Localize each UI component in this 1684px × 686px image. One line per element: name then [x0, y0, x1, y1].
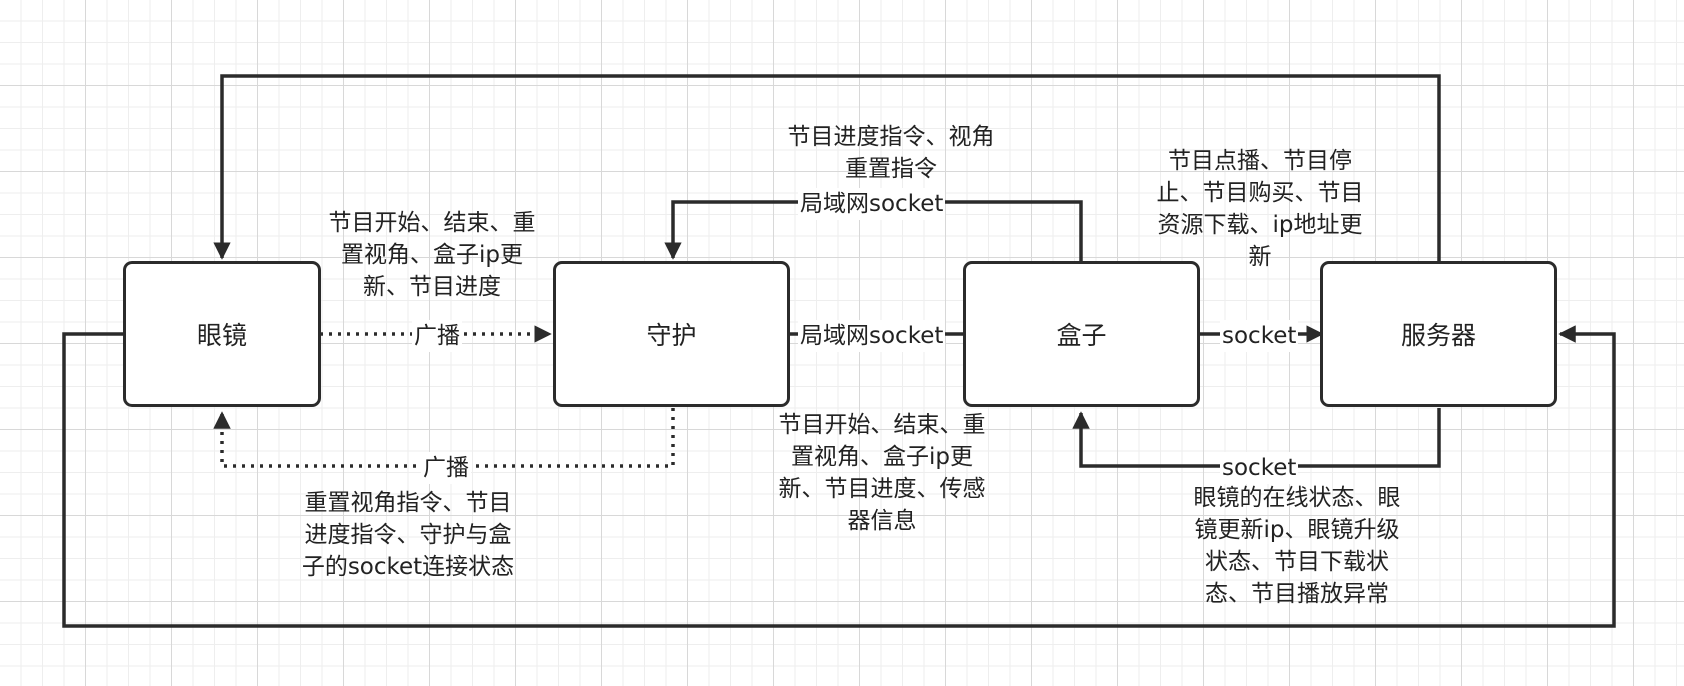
edge-server-to-glasses-top — [213, 74, 1441, 262]
note-glasses-to-guard: 节目开始、结束、重 置视角、盒子ip更 新、节目进度 — [328, 210, 536, 300]
edge-label-lan-socket-mid: 局域网socket — [798, 320, 946, 352]
note-guard-to-box: 节目开始、结束、重 置视角、盒子ip更 新、节目进度、传感 器信息 — [778, 412, 986, 534]
edge-label-socket-bottom: socket — [1220, 452, 1299, 484]
note-server-to-box: 眼镜的在线状态、眼 镜更新ip、眼镜升级 状态、节目下载状 态、节目播放异常 — [1193, 485, 1401, 607]
note-box-to-guard: 节目进度指令、视角 重置指令 — [787, 124, 995, 182]
note-box-to-server: 节目点播、节目停 止、节目购买、节目 资源下载、ip地址更 新 — [1156, 148, 1364, 270]
edge-label-broadcast-top: 广播 — [412, 320, 462, 352]
node-glasses[interactable]: 眼镜 — [123, 261, 321, 407]
node-box[interactable]: 盒子 — [963, 261, 1200, 407]
node-glasses-label: 眼镜 — [196, 321, 247, 350]
edge-label-broadcast-bottom: 广播 — [421, 452, 471, 484]
edge-label-socket-mid: socket — [1220, 320, 1299, 352]
node-box-label: 盒子 — [1056, 321, 1107, 350]
node-server[interactable]: 服务器 — [1320, 261, 1557, 407]
node-guard-label: 守护 — [646, 321, 697, 350]
node-server-label: 服务器 — [1400, 321, 1476, 350]
note-guard-to-glasses: 重置视角指令、节目 进度指令、守护与盒 子的socket连接状态 — [301, 490, 515, 580]
edge-glasses-to-server-bottom — [62, 325, 1616, 628]
node-guard[interactable]: 守护 — [553, 261, 790, 407]
edge-guard-to-glasses-broadcast — [213, 408, 675, 468]
edge-label-lan-socket-top: 局域网socket — [798, 188, 946, 220]
